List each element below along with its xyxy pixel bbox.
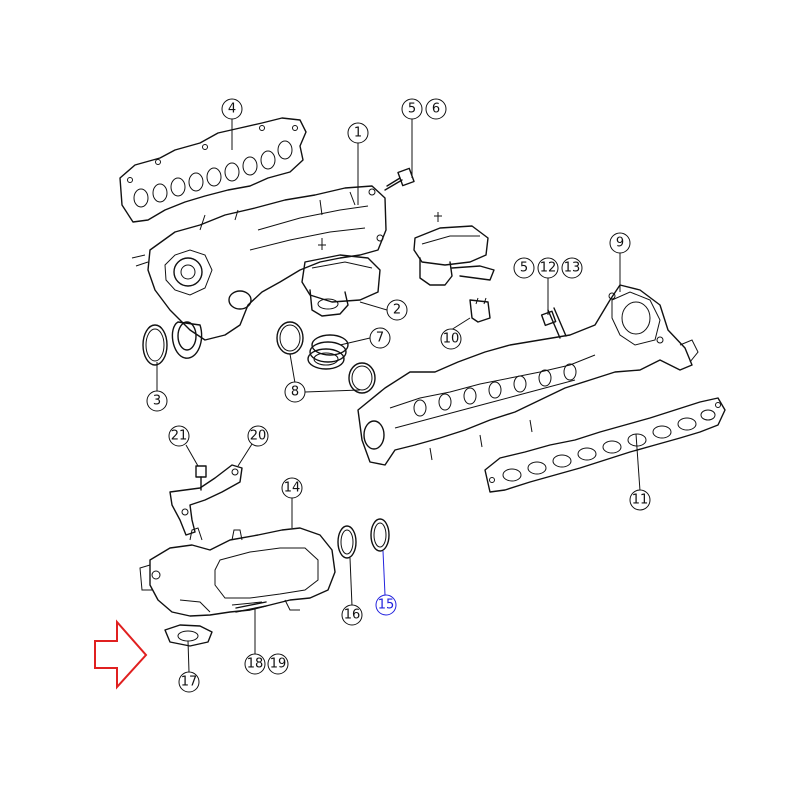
- callout-14: 14: [281, 477, 303, 499]
- svg-text:11: 11: [632, 493, 649, 508]
- callout-5-top: 5: [401, 98, 423, 120]
- callout-20: 20: [247, 425, 269, 447]
- part-egr-valve-left: [301, 238, 381, 317]
- svg-text:16: 16: [344, 608, 361, 623]
- svg-text:7: 7: [376, 331, 384, 346]
- callout-10: 10: [440, 328, 462, 350]
- svg-text:10: 10: [443, 332, 460, 347]
- part-gasket-lower: [484, 397, 726, 493]
- svg-text:8: 8: [291, 385, 299, 400]
- svg-text:13: 13: [564, 261, 581, 276]
- callout-11: 11: [629, 489, 651, 511]
- part-o-ring-8a: [276, 321, 304, 355]
- svg-text:21: 21: [171, 429, 188, 444]
- svg-text:4: 4: [228, 102, 236, 117]
- callout-3: 3: [146, 390, 168, 412]
- callout-12: 12: [537, 257, 559, 279]
- arrow-right-icon: [94, 619, 148, 690]
- callout-6: 6: [425, 98, 447, 120]
- callout-7: 7: [369, 327, 391, 349]
- svg-text:19: 19: [270, 657, 287, 672]
- part-bolt-21: [195, 465, 207, 491]
- leader-lines: [156, 118, 641, 673]
- svg-text:2: 2: [393, 303, 401, 318]
- part-ring-15: [370, 518, 390, 552]
- part-gasket-upper: [119, 117, 307, 223]
- part-egr-valve-right: [413, 212, 495, 286]
- callout-2: 2: [386, 299, 408, 321]
- part-o-ring-3: [142, 324, 168, 366]
- svg-text:3: 3: [153, 394, 161, 409]
- part-bolt-top: [384, 167, 415, 191]
- callout-19: 19: [267, 653, 289, 675]
- callout-15: 15: [375, 594, 397, 616]
- part-o-ring-8b: [348, 362, 376, 394]
- callout-9: 9: [609, 232, 631, 254]
- part-seal-ring-7: [307, 334, 349, 370]
- callout-17: 17: [178, 671, 200, 693]
- callout-4: 4: [221, 98, 243, 120]
- svg-text:15: 15: [378, 598, 395, 613]
- callout-13: 13: [561, 257, 583, 279]
- part-exhaust-manifold: [357, 284, 699, 466]
- callout-21: 21: [168, 425, 190, 447]
- svg-text:6: 6: [432, 102, 440, 117]
- part-bracket-20: [169, 464, 243, 536]
- part-clip-10: [469, 297, 491, 323]
- callout-16: 16: [341, 604, 363, 626]
- svg-text:17: 17: [181, 675, 198, 690]
- part-stud-bolt: [540, 307, 567, 339]
- callout-8: 8: [284, 381, 306, 403]
- callout-5-mid: 5: [513, 257, 535, 279]
- svg-text:18: 18: [247, 657, 264, 672]
- part-intake-manifold: [131, 185, 387, 359]
- callout-18: 18: [244, 653, 266, 675]
- svg-text:9: 9: [616, 236, 624, 251]
- part-stud-18: [235, 601, 267, 613]
- svg-text:5: 5: [520, 261, 528, 276]
- svg-text:1: 1: [354, 126, 362, 141]
- svg-text:20: 20: [250, 429, 267, 444]
- svg-text:5: 5: [408, 102, 416, 117]
- part-egr-cooler: [139, 527, 336, 617]
- callout-1: 1: [347, 122, 369, 144]
- svg-text:14: 14: [284, 481, 301, 496]
- svg-text:12: 12: [540, 261, 557, 276]
- part-ring-16: [337, 525, 357, 559]
